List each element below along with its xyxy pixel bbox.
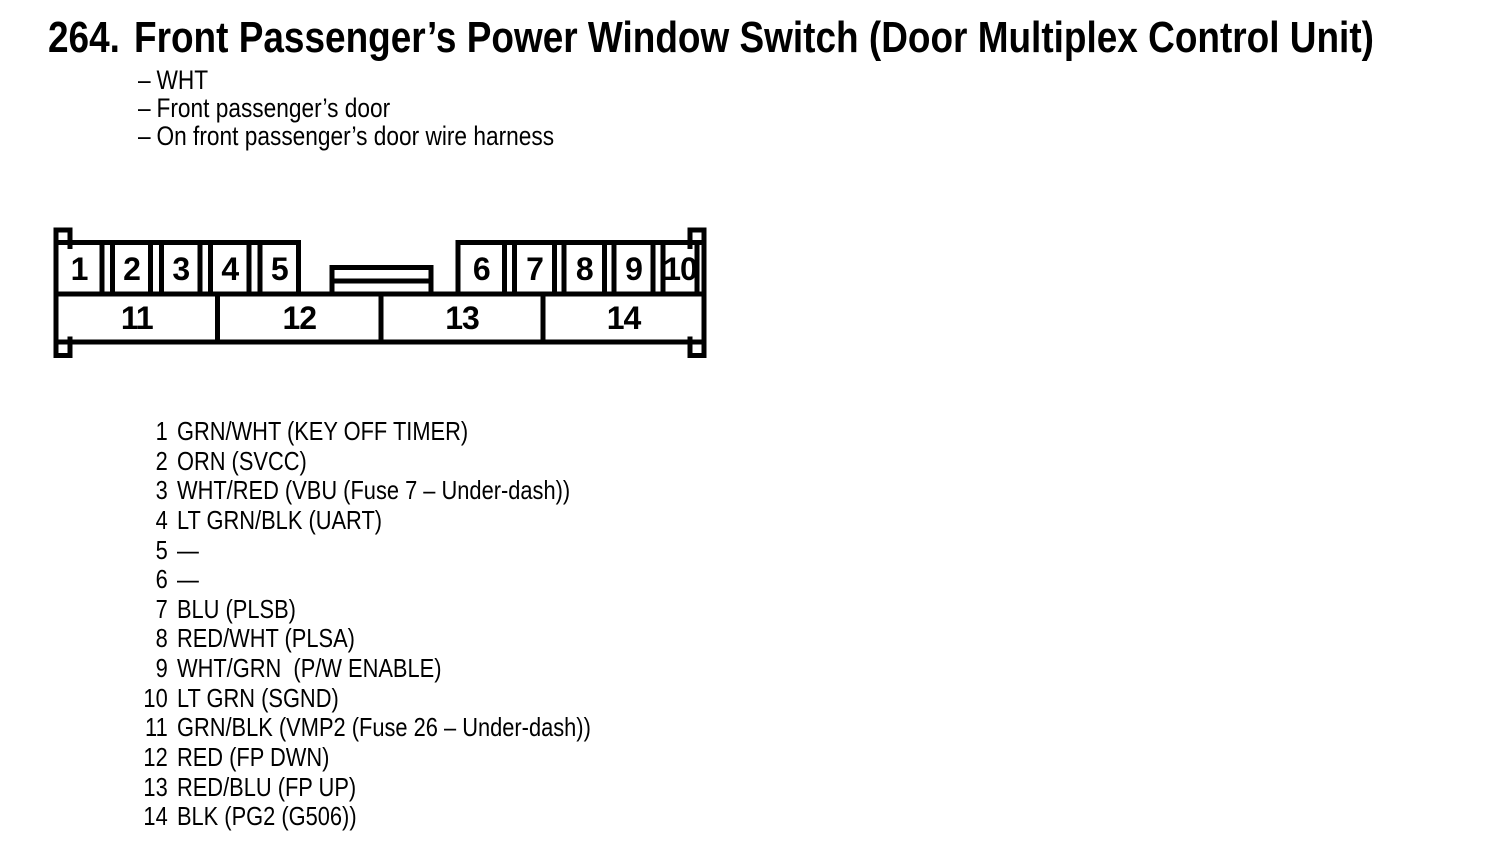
pin-description: —	[176, 534, 199, 565]
pin-cell-label: 7	[526, 251, 543, 287]
pin-description: RED/BLU (FP UP)	[176, 771, 357, 802]
pin-cell-label: 1	[71, 251, 88, 287]
pin-description: BLK (PG2 (G506))	[176, 801, 357, 832]
note-line: –On front passenger’s door wire harness	[138, 122, 554, 150]
pin-cell-label: 11	[121, 300, 153, 336]
note-list: –WHT –Front passenger’s door –On front p…	[138, 66, 633, 150]
pin-row: 5—	[140, 534, 591, 566]
dash-bullet: –	[138, 93, 151, 123]
page-title: Front Passenger’s Power Window Switch (D…	[134, 13, 1374, 62]
pin-description: GRN/WHT (KEY OFF TIMER)	[176, 416, 469, 446]
pin-row: 12 RED (FP DWN)	[140, 742, 591, 773]
pin-description: —	[176, 564, 199, 595]
pin-row: 10 LT GRN (SGND)	[140, 682, 591, 714]
dash-bullet: –	[138, 121, 151, 151]
pin-cell-6	[455, 240, 507, 297]
pin-number: 1	[155, 416, 168, 446]
note-line: –Front passenger’s door	[138, 94, 554, 122]
pin-row: 6—	[140, 565, 591, 595]
pin-row: 11 GRN/BLK (VMP2 (Fuse 26 – Under-dash))	[140, 713, 591, 743]
pin-row: 8 RED/WHT (PLSA)	[140, 624, 591, 654]
pin-cell-2	[110, 240, 153, 297]
pin-cell-9	[611, 240, 656, 297]
pin-number: 7	[155, 593, 168, 624]
pin-cell-label: 13	[445, 300, 479, 336]
pin-cell-label: 8	[576, 251, 593, 287]
pin-description: WHT/GRN (P/W ENABLE)	[176, 653, 442, 684]
pin-number: 8	[155, 623, 168, 654]
pin-cell-label: 9	[625, 251, 642, 287]
pin-description: GRN/BLK (VMP2 (Fuse 26 – Under-dash))	[176, 712, 591, 743]
pin-number: 9	[155, 653, 168, 684]
pin-description: LT GRN (SGND)	[176, 682, 339, 713]
pin-number: 10	[143, 682, 168, 713]
pin-row: 3 WHT/RED (VBU (Fuse 7 – Under-dash))	[140, 476, 591, 506]
pin-cell-5	[257, 240, 301, 297]
note-line: –WHT	[138, 66, 554, 94]
dash-bullet: –	[138, 65, 151, 95]
pin-number: 6	[155, 564, 168, 595]
pin-number: 12	[143, 742, 168, 773]
pin-cell-8	[561, 240, 607, 297]
pin-cell-label: 5	[271, 251, 288, 287]
connector-bracket-right	[687, 227, 707, 358]
note-text: On front passenger’s door wire harness	[156, 121, 555, 151]
pin-row: 7 BLU (PLSB)	[140, 593, 591, 625]
pin-row: 14 BLK (PG2 (G506))	[140, 802, 591, 832]
pin-cell-label: 2	[123, 251, 140, 287]
pin-description: WHT/RED (VBU (Fuse 7 – Under-dash))	[176, 475, 571, 506]
pin-description: ORN (SVCC)	[176, 445, 307, 476]
pin-description: RED (FP DWN)	[176, 742, 330, 773]
pin-cell-10	[660, 240, 700, 297]
pin-cell-label: 4	[221, 251, 239, 287]
pin-cell-label: 14	[607, 300, 642, 336]
pin-cell-label: 12	[282, 300, 316, 336]
pin-number: 3	[155, 475, 168, 506]
pin-description: RED/WHT (PLSA)	[176, 623, 355, 654]
connector-bracket-left	[53, 227, 73, 358]
pin-cell-label: 3	[172, 251, 189, 287]
note-text: WHT	[156, 65, 209, 95]
pin-cell-7	[512, 240, 557, 297]
pin-cell-label: 10	[663, 251, 697, 287]
pin-number: 2	[155, 445, 168, 476]
pin-cell-label: 6	[473, 251, 490, 287]
pin-row: 9 WHT/GRN (P/W ENABLE)	[140, 653, 591, 684]
pin-number: 4	[155, 504, 168, 535]
pin-row: 1 GRN/WHT (KEY OFF TIMER)	[140, 416, 591, 447]
pin-number: 13	[143, 771, 168, 802]
pin-row: 4 LT GRN/BLK (UART)	[140, 504, 591, 536]
note-text: Front passenger’s door	[156, 93, 391, 123]
pin-number: 14	[143, 801, 168, 832]
pin-number: 11	[145, 712, 168, 743]
pin-cell-3	[159, 240, 203, 297]
pin-row: 13 RED/BLU (FP UP)	[140, 771, 591, 803]
title-number: 264.	[48, 13, 120, 62]
pin-description: BLU (PLSB)	[176, 593, 296, 624]
pin-row: 2 ORN (SVCC)	[140, 445, 591, 477]
connector-diagram: 1 2 3 4 5 6 7 8 9 10 11 12 13 14	[53, 227, 707, 358]
pin-description: LT GRN/BLK (UART)	[176, 504, 383, 535]
pin-number: 5	[155, 534, 168, 565]
pin-cell-4	[208, 240, 252, 297]
